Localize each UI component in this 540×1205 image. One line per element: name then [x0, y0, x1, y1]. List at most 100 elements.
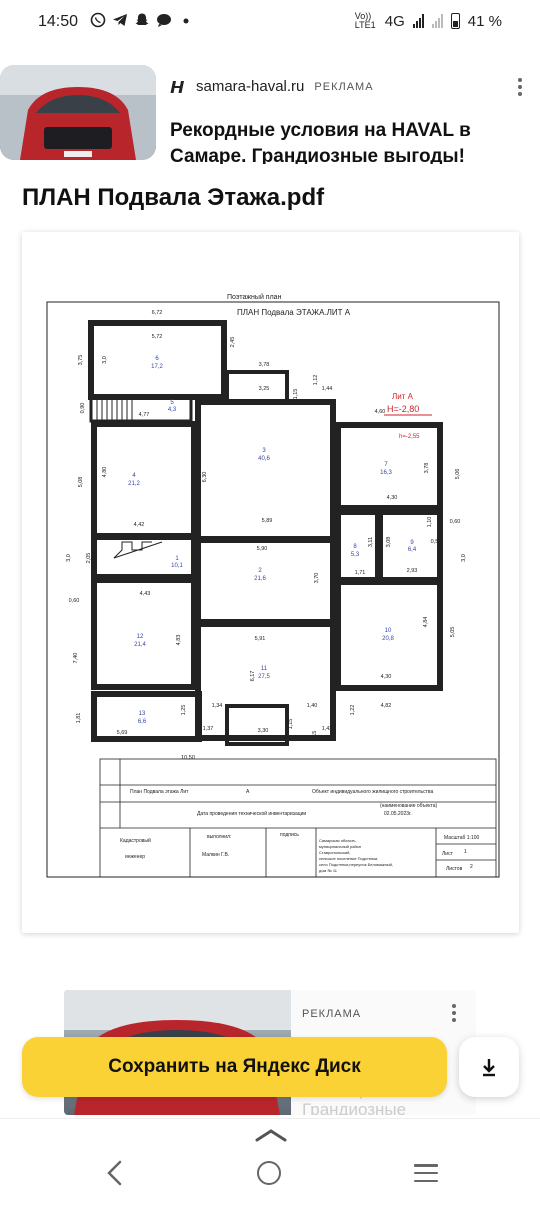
recent-apps-icon[interactable] — [414, 1164, 438, 1182]
more-dot-icon — [183, 18, 189, 24]
stamp-address: сельское поселение Подстепки, — [319, 856, 378, 861]
dim-label: 5,90 — [257, 546, 268, 552]
ad-menu-icon[interactable] — [518, 78, 522, 96]
dim-label: 4,93 — [127, 574, 138, 580]
stamp-plan: План Подвала этажа Лит — [130, 789, 189, 795]
room-3-area: 40,6 — [258, 456, 270, 462]
dim-label: 0,54 — [431, 539, 442, 545]
stamp-address: село Подстепки,переулок Беломажный, — [319, 862, 393, 867]
save-to-yandex-disk-button[interactable]: Сохранить на Яндекс Диск — [22, 1037, 447, 1097]
room-3-number: 3 — [262, 448, 266, 454]
stamp-sheets: 2 — [470, 864, 473, 870]
dim-label: 5,06 — [455, 469, 461, 480]
room-13-number: 13 — [139, 711, 146, 717]
stamp-date-label: Дата проведения технической инвентаризац… — [197, 810, 306, 817]
dim-label: 3,75 — [78, 355, 84, 366]
back-icon[interactable] — [105, 1160, 125, 1186]
title-block — [99, 758, 497, 878]
home-icon[interactable] — [257, 1161, 281, 1185]
room-6-number: 6 — [155, 356, 159, 362]
height-note: h=-2,55 — [399, 434, 420, 440]
dim-label: 4,83 — [176, 635, 182, 646]
stamp-performed: выполнил: — [207, 834, 231, 840]
title-block-text: План Подвала этажа Лит А Объект индивиду… — [120, 789, 480, 873]
snapchat-icon — [135, 13, 149, 25]
dim-label: 6,30 — [202, 472, 208, 483]
dim-label: 4,30 — [381, 674, 392, 680]
status-time: 14:50 — [38, 13, 79, 30]
battery-icon — [450, 13, 460, 29]
ad-label: РЕКЛАМА — [302, 1008, 362, 1020]
dim-label: 3,78 — [424, 463, 430, 474]
dim-label: 1,15 — [312, 731, 318, 742]
dim-label: 4,82 — [381, 703, 392, 709]
dim-label: 3,11 — [368, 537, 374, 547]
room-labels: 6 17,2 5 4,3 3 40,6 7 16,3 4 21,2 1 10,1… — [128, 356, 417, 725]
dim-label: 1,37 — [203, 726, 214, 732]
dim-label: 1,12 — [313, 375, 319, 386]
dimension-labels: 6,72 5,72 3,75 3,0 2,45 3,78 3,25 1,12 1… — [66, 310, 467, 761]
room-1-area: 10,1 — [171, 563, 183, 569]
download-icon — [483, 1059, 495, 1077]
dim-label: 1,10 — [427, 517, 433, 528]
dim-label: 2,45 — [230, 337, 236, 348]
dim-label: 2,05 — [86, 553, 92, 564]
stamp-object-sub: (наименование объекта) — [380, 803, 438, 809]
room-9-area: 6,4 — [408, 547, 417, 553]
dim-label: 3,0 — [66, 554, 72, 562]
dim-label: 4,84 — [423, 617, 429, 628]
room-8-number: 8 — [353, 544, 357, 550]
dim-label: 4,43 — [140, 591, 151, 597]
stamp-address: Ставропольский, — [319, 850, 351, 855]
room-9-number: 9 — [410, 540, 414, 546]
dim-label: 4,30 — [387, 495, 398, 501]
stamp-signature: подпись — [280, 832, 299, 838]
dim-label: 3,0 — [102, 356, 108, 364]
ad-banner-top[interactable]: samara-haval.ru РЕКЛАМА Рекордные услови… — [0, 60, 540, 164]
network-type: 4G — [384, 12, 405, 30]
stamp-address: муниципальный район — [319, 844, 361, 849]
stamp-scale: Масштаб 1:100 — [444, 835, 480, 841]
whatsapp-icon — [90, 12, 106, 28]
dim-label: 1,44 — [322, 386, 333, 392]
room-5-area: 4,3 — [168, 407, 177, 413]
dim-label: 1,34 — [212, 703, 223, 709]
chevron-up-icon[interactable] — [254, 1127, 288, 1143]
dim-label: 4,80 — [102, 467, 108, 478]
ad-domain[interactable]: samara-haval.ru — [196, 78, 305, 95]
dim-label: 5,69 — [117, 730, 128, 736]
dim-label: 3,08 — [386, 537, 392, 548]
dim-label: 3,70 — [314, 573, 320, 584]
dim-label: 0,90 — [80, 403, 86, 414]
floor-plan: Поэтажный план ПЛАН Подвала ЭТАЖА.ЛИТ А — [46, 293, 500, 878]
stamp-sheets-label: Листов — [446, 866, 463, 872]
dim-label: 4,42 — [134, 522, 145, 528]
stamp-cadastral: Кадастровый — [120, 837, 151, 844]
dim-label: 6,72 — [152, 310, 163, 316]
dim-label: 1,15 — [288, 719, 294, 730]
room-12-number: 12 — [137, 634, 144, 640]
download-button[interactable] — [459, 1037, 519, 1097]
ad-label: РЕКЛАМА — [314, 80, 374, 93]
pdf-preview[interactable]: Поэтажный план ПЛАН Подвала ЭТАЖА.ЛИТ А — [22, 232, 519, 933]
stamp-engineer: инженер — [125, 854, 145, 860]
dim-label: 4,77 — [139, 412, 150, 418]
stamp-address: Самарская область, — [319, 838, 357, 843]
plan-title: ПЛАН Подвала ЭТАЖА.ЛИТ А — [237, 308, 351, 317]
ad-car-image[interactable] — [0, 65, 156, 160]
dim-label: 7,40 — [73, 653, 79, 664]
ad-title[interactable]: Рекордные условия на HAVAL в Самаре. Гра… — [170, 120, 471, 164]
room-2-number: 2 — [258, 568, 262, 574]
dim-label: 3,25 — [259, 386, 270, 392]
room-6-area: 17,2 — [151, 364, 163, 370]
dim-label: 0,60 — [450, 519, 461, 525]
signal-2-icon — [431, 14, 443, 28]
stamp-address: дом № 11 — [319, 868, 338, 873]
height-label: H=-2,80 — [387, 404, 419, 414]
ad-menu-icon[interactable] — [452, 1004, 456, 1022]
dim-label: 5,08 — [78, 477, 84, 488]
room-4-number: 4 — [132, 473, 136, 479]
room-1-number: 1 — [175, 556, 179, 562]
dim-label: 3,0 — [461, 554, 467, 562]
volte-indicator: Vo)) LTE1 — [354, 11, 376, 30]
